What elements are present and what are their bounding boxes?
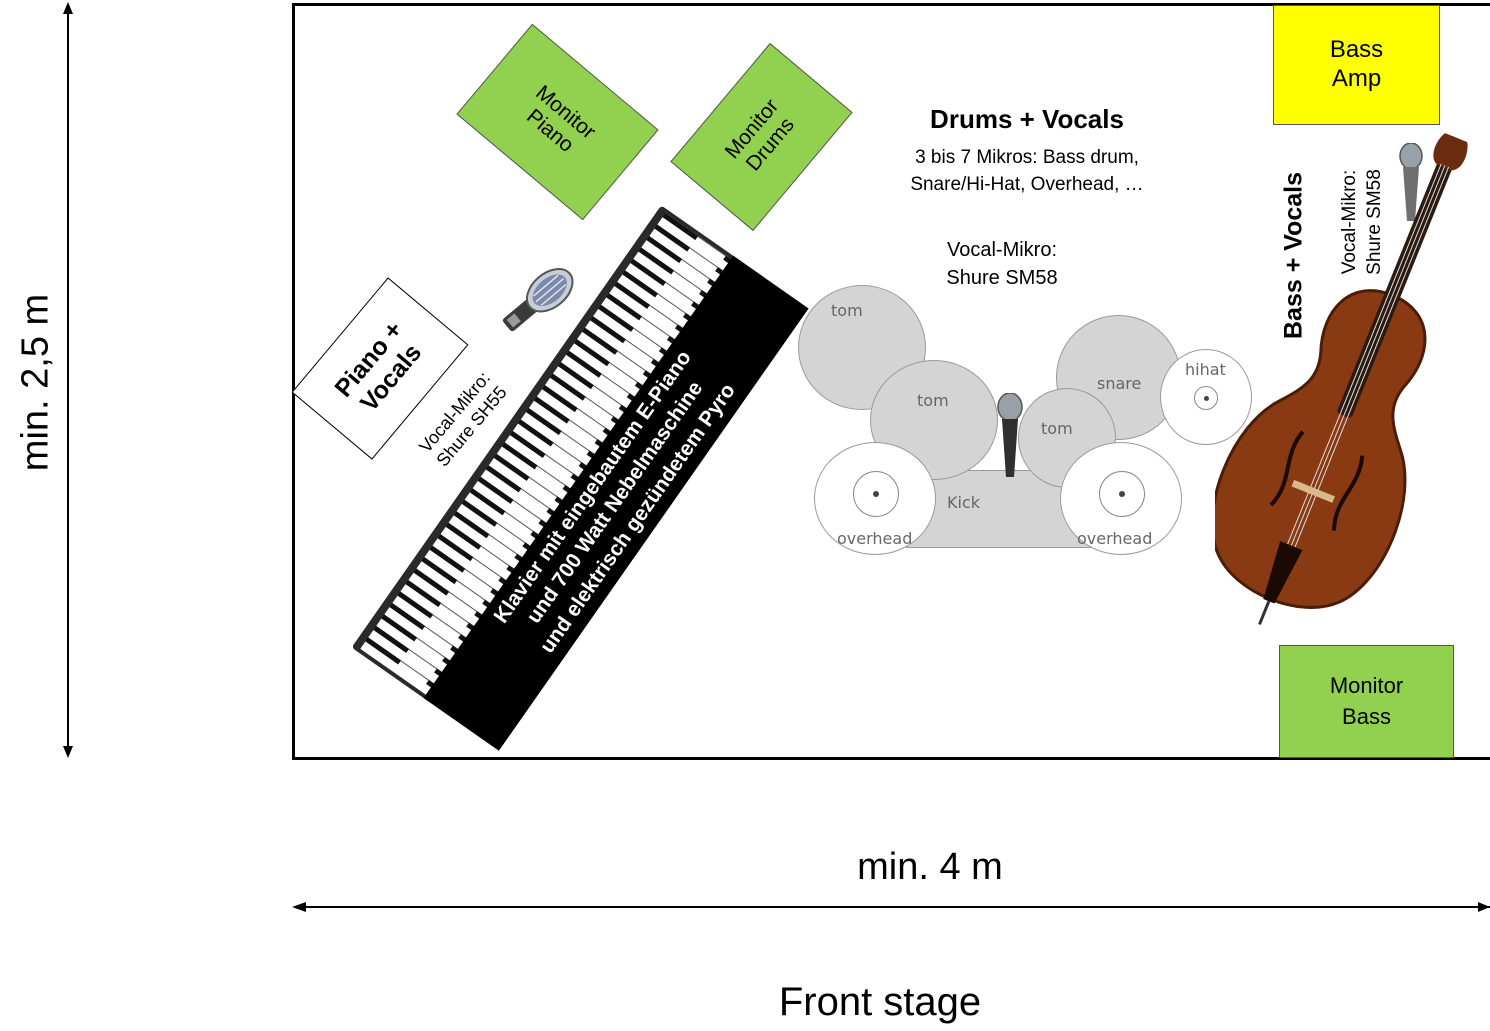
drums-mic-label: Vocal-Mikro: Shure SM58 — [946, 239, 1058, 289]
drums-description: 3 bis 7 Mikros: Bass drum, Snare/Hi-Hat,… — [910, 147, 1144, 195]
stage-outline — [292, 3, 1490, 760]
overhead-left-label: overhead — [837, 529, 913, 548]
width-arrow — [292, 902, 1490, 912]
double-bass-icon — [1215, 133, 1468, 625]
monitor-bass-label: Monitor Bass — [1329, 672, 1404, 729]
bass-amp-label: Bass Amp — [1329, 36, 1384, 92]
piano-vocals-label: Piano + Vocals — [329, 315, 427, 417]
keyboard: Klavier mit eingebautem E-Piano und 700 … — [351, 205, 809, 751]
hihat-label: hihat — [1185, 360, 1226, 379]
tom-2-label: tom — [917, 391, 949, 410]
drums-vocal-microphone-icon — [997, 393, 1023, 477]
height-label: min. 2,5 m — [14, 293, 57, 472]
monitor-piano-label: Monitor Piano — [522, 80, 600, 157]
drums-title: Drums + Vocals — [930, 104, 1124, 134]
bass-vocal-microphone-icon — [1399, 143, 1423, 221]
hihat: hihat — [1160, 349, 1252, 445]
kick-label: Kick — [947, 493, 980, 512]
tom-1-label: tom — [831, 301, 863, 320]
front-stage-label: Front stage — [778, 980, 982, 1024]
overhead-left: overhead — [814, 442, 936, 555]
piano-keys-icon — [352, 206, 739, 702]
drum-kit: Kick tom snare tom tom hihat overhead ov… — [798, 285, 1258, 555]
monitor-bass: Monitor Bass — [1279, 645, 1454, 758]
bass-amp: Bass Amp — [1273, 5, 1440, 125]
overhead-right: overhead — [1060, 442, 1182, 555]
width-label: min. 4 m — [857, 846, 1003, 888]
height-arrow — [63, 2, 73, 758]
vintage-microphone-icon — [502, 268, 574, 332]
monitor-drums-label: Monitor Drums — [720, 94, 799, 176]
tom-3-label: tom — [1041, 419, 1073, 438]
snare-label: snare — [1097, 374, 1142, 393]
overhead-right-label: overhead — [1077, 529, 1153, 548]
